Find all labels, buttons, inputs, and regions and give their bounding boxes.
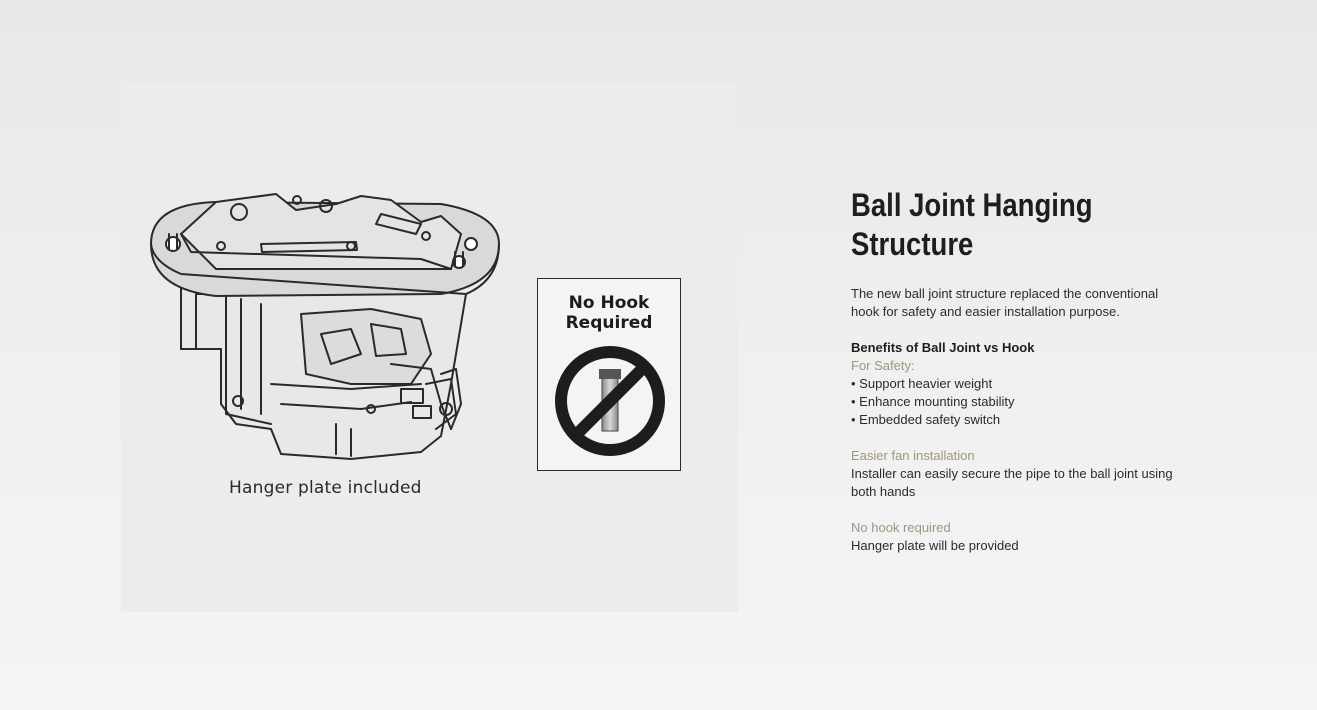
- intro-line1: The new ball joint structure replaced th…: [851, 286, 1159, 301]
- installation-line1: Installer can easily secure the pipe to …: [851, 466, 1173, 481]
- benefits-heading: Benefits of Ball Joint vs Hook: [851, 340, 1035, 355]
- intro-paragraph: The new ball joint structure replaced th…: [851, 285, 1191, 321]
- hanger-plate-caption: Hanger plate included: [229, 478, 422, 498]
- nohook-label: No hook required: [851, 520, 951, 535]
- nohook-text: Hanger plate will be provided: [851, 538, 1019, 553]
- intro-line2: hook for safety and easier installation …: [851, 304, 1120, 319]
- page-title-line2: Structure: [851, 226, 974, 262]
- installation-text: Installer can easily secure the pipe to …: [851, 465, 1191, 501]
- safety-item-weight: • Support heavier weight: [851, 376, 993, 391]
- no-hook-badge-line2: Required: [565, 313, 653, 333]
- installation-label: Easier fan installation: [851, 448, 975, 463]
- no-hook-prohibition-icon: [555, 346, 665, 456]
- product-image-panel: Hanger plate included No Hook Required: [121, 84, 738, 612]
- safety-item-stability: • Enhance mounting stability: [851, 394, 1015, 409]
- no-hook-badge-line1: No Hook: [568, 293, 650, 313]
- page-title: Ball Joint Hanging Structure: [851, 186, 1195, 264]
- no-hook-badge-title: No Hook Required: [538, 293, 680, 333]
- hanger-plate-illustration: [150, 193, 500, 460]
- feature-description: Ball Joint Hanging Structure The new bal…: [851, 186, 1191, 555]
- safety-item-switch: • Embedded safety switch: [851, 412, 1001, 427]
- page-title-line1: Ball Joint Hanging: [851, 187, 1093, 223]
- no-hook-badge: No Hook Required: [537, 278, 681, 471]
- installation-line2: both hands: [851, 484, 916, 499]
- safety-label: For Safety:: [851, 358, 915, 373]
